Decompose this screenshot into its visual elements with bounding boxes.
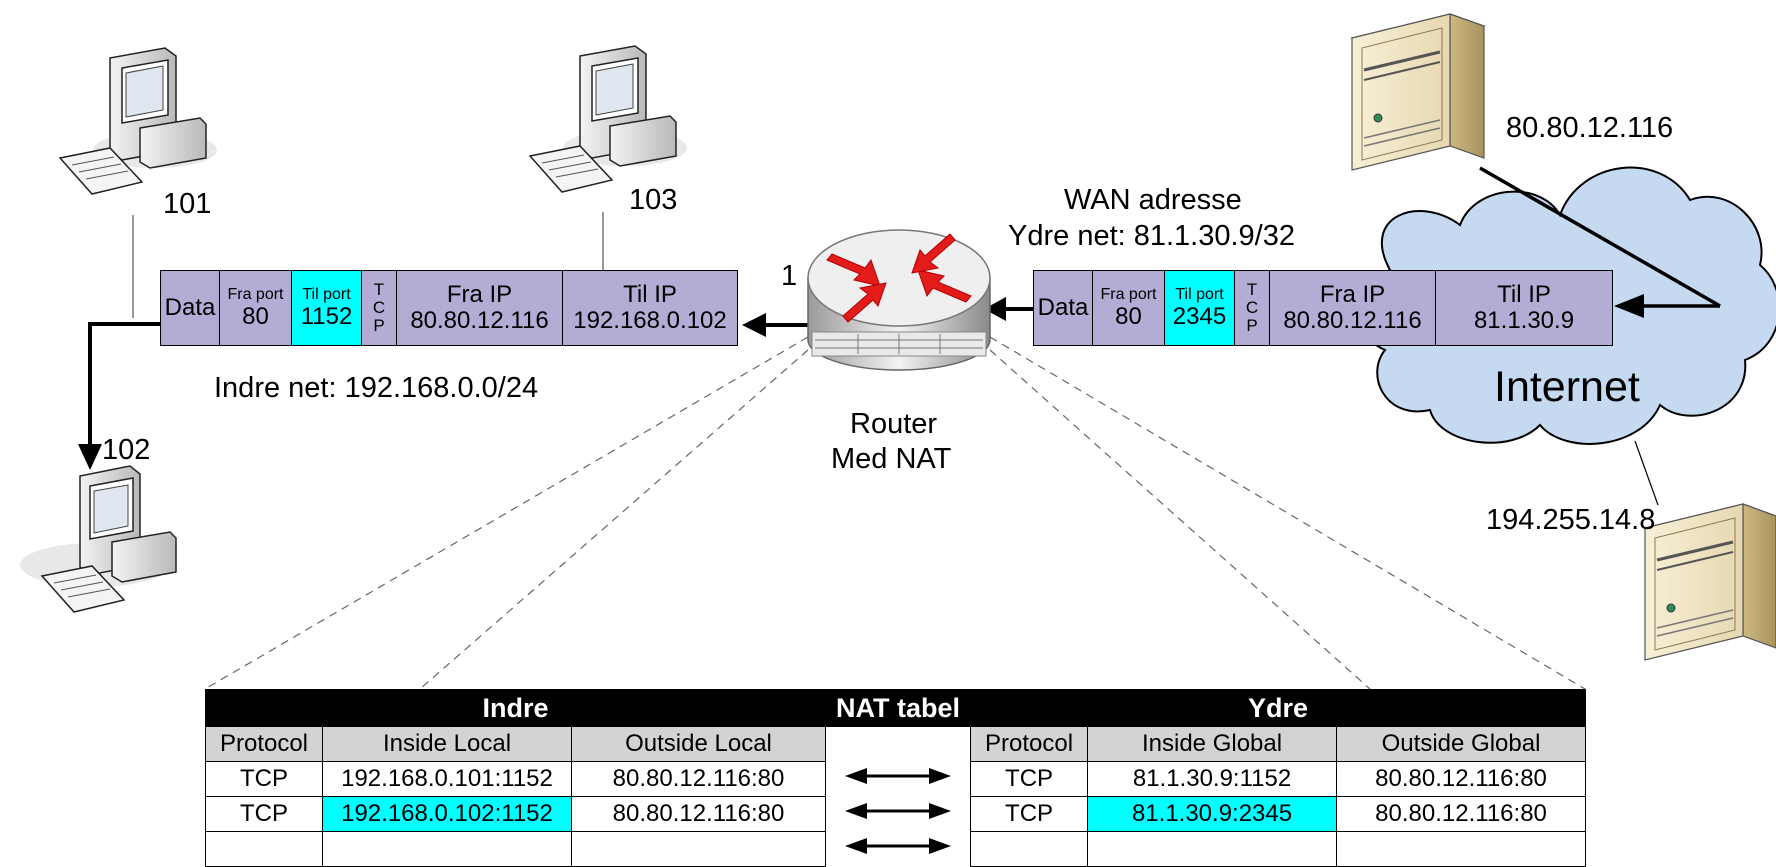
packet-protocol-field: T C P (362, 271, 397, 345)
router-icon (807, 229, 991, 371)
protocol-letter: T (1246, 280, 1258, 300)
from-ip-value: 80.80.12.116 (1283, 307, 1422, 334)
internet-label: Internet (1494, 363, 1640, 411)
col-header: Inside Global (1087, 726, 1338, 762)
table-row: TCP 192.168.0.102:1152 80.80.12.116:80 T… (205, 796, 1587, 832)
table-cell: 81.1.30.9:1152 (1087, 761, 1338, 797)
table-cell: 80.80.12.116:80 (570, 796, 827, 832)
table-cell: 80.80.12.116:80 (570, 761, 827, 797)
router-label-line1: Router (850, 408, 938, 440)
packet-from-ip-field: Fra IP 80.80.12.116 (397, 271, 563, 345)
to-port-label: Til port (1175, 286, 1224, 303)
wan-title-label: WAN adresse (1064, 184, 1242, 216)
pc-103-label: 103 (629, 184, 678, 216)
protocol-letter: T (373, 280, 385, 300)
from-ip-label: Fra IP (1319, 280, 1386, 308)
pc-102-icon (20, 465, 177, 613)
table-cell-highlighted: 81.1.30.9:2345 (1087, 796, 1338, 832)
col-header: Inside Local (322, 726, 572, 762)
table-cell: TCP (970, 796, 1089, 832)
server-1-ip-label: 80.80.12.116 (1506, 112, 1674, 144)
to-ip-value: 192.168.0.102 (573, 307, 727, 334)
pc-101-icon (58, 47, 217, 195)
col-header: Outside Local (570, 726, 827, 762)
col-header: Protocol (205, 726, 323, 762)
protocol-letter: C (1245, 298, 1259, 318)
table-cell: 192.168.0.101:1152 (322, 761, 572, 797)
group-inside-header: Indre (204, 689, 827, 727)
packet-data-field: Data (161, 271, 220, 345)
nat-table-column-header: Protocol Inside Local Outside Local Prot… (205, 726, 1587, 762)
table-row (205, 831, 1587, 867)
outer-net-label: Ydre net: 81.1.30.9/32 (1008, 220, 1295, 252)
double-arrow-icon (845, 768, 952, 784)
arrow-spacer (825, 726, 972, 762)
table-cell: 80.80.12.116:80 (1336, 796, 1587, 832)
table-cell: TCP (205, 796, 323, 832)
inner-net-label: Indre net: 192.168.0.0/24 (214, 372, 539, 404)
col-header: Outside Global (1336, 726, 1587, 762)
nat-table-title: NAT tabel (825, 689, 972, 727)
pc-101-label: 101 (163, 188, 212, 220)
col-header: Protocol (970, 726, 1089, 762)
to-port-label: Til port (302, 286, 351, 303)
table-cell: TCP (205, 761, 323, 797)
packet-outside: Data Fra port 80 Til port 2345 T C P Fra… (1033, 270, 1613, 346)
packet-to-ip-field: Til IP 81.1.30.9 (1436, 271, 1612, 345)
double-arrow-icon (845, 838, 952, 854)
table-cell: TCP (970, 761, 1089, 797)
server-2-ip-label: 194.255.14.8 (1486, 504, 1656, 536)
table-cell (205, 831, 323, 867)
protocol-letter: P (373, 315, 385, 335)
from-port-value: 80 (242, 302, 269, 330)
protocol-letter: C (372, 298, 386, 318)
group-outside-header: Ydre (970, 689, 1587, 727)
server-2-icon (1642, 503, 1776, 661)
from-port-label: Fra port (227, 286, 284, 303)
packet-to-ip-field: Til IP 192.168.0.102 (563, 271, 737, 345)
packet-to-port-field: Til port 1152 (292, 271, 362, 345)
packet-from-port-field: Fra port 80 (220, 271, 292, 345)
router-label-line2: Med NAT (831, 443, 952, 475)
to-ip-value: 81.1.30.9 (1473, 307, 1575, 334)
mapping-arrow (825, 761, 972, 797)
from-ip-value: 80.80.12.116 (410, 307, 549, 334)
packet-from-ip-field: Fra IP 80.80.12.116 (1270, 271, 1436, 345)
server-1-icon (1349, 13, 1487, 171)
packet-from-port-field: Fra port 80 (1093, 271, 1165, 345)
pc-102-label: 102 (102, 434, 151, 466)
to-ip-label: Til IP (623, 280, 677, 308)
table-cell (322, 831, 572, 867)
to-port-value: 1152 (300, 302, 353, 330)
table-cell (1336, 831, 1587, 867)
mapping-arrow (825, 796, 972, 832)
nat-table: Indre NAT tabel Ydre Protocol Inside Loc… (204, 689, 1587, 867)
mapping-arrow (825, 831, 972, 867)
from-port-value: 80 (1115, 302, 1142, 330)
packet-data-label: Data (164, 293, 216, 321)
table-cell: 80.80.12.116:80 (1336, 761, 1587, 797)
table-cell (1087, 831, 1338, 867)
table-cell-highlighted: 192.168.0.102:1152 (322, 796, 572, 832)
packet-data-label: Data (1037, 293, 1089, 321)
pc-103-icon (528, 45, 687, 193)
packet-protocol-field: T C P (1235, 271, 1270, 345)
from-port-label: Fra port (1100, 286, 1157, 303)
from-ip-label: Fra IP (446, 280, 513, 308)
packet-data-field: Data (1034, 271, 1093, 345)
table-cell (570, 831, 827, 867)
to-ip-label: Til IP (1497, 280, 1551, 308)
protocol-letter: P (1246, 315, 1258, 335)
router-port-label: 1 (781, 260, 798, 292)
nat-table-group-header: Indre NAT tabel Ydre (204, 689, 1587, 727)
packet-to-port-field: Til port 2345 (1165, 271, 1235, 345)
to-port-value: 2345 (1172, 302, 1227, 330)
table-cell (970, 831, 1089, 867)
table-row: TCP 192.168.0.101:1152 80.80.12.116:80 T… (205, 761, 1587, 797)
double-arrow-icon (845, 803, 952, 819)
packet-inside: Data Fra port 80 Til port 1152 T C P Fra… (160, 270, 738, 346)
